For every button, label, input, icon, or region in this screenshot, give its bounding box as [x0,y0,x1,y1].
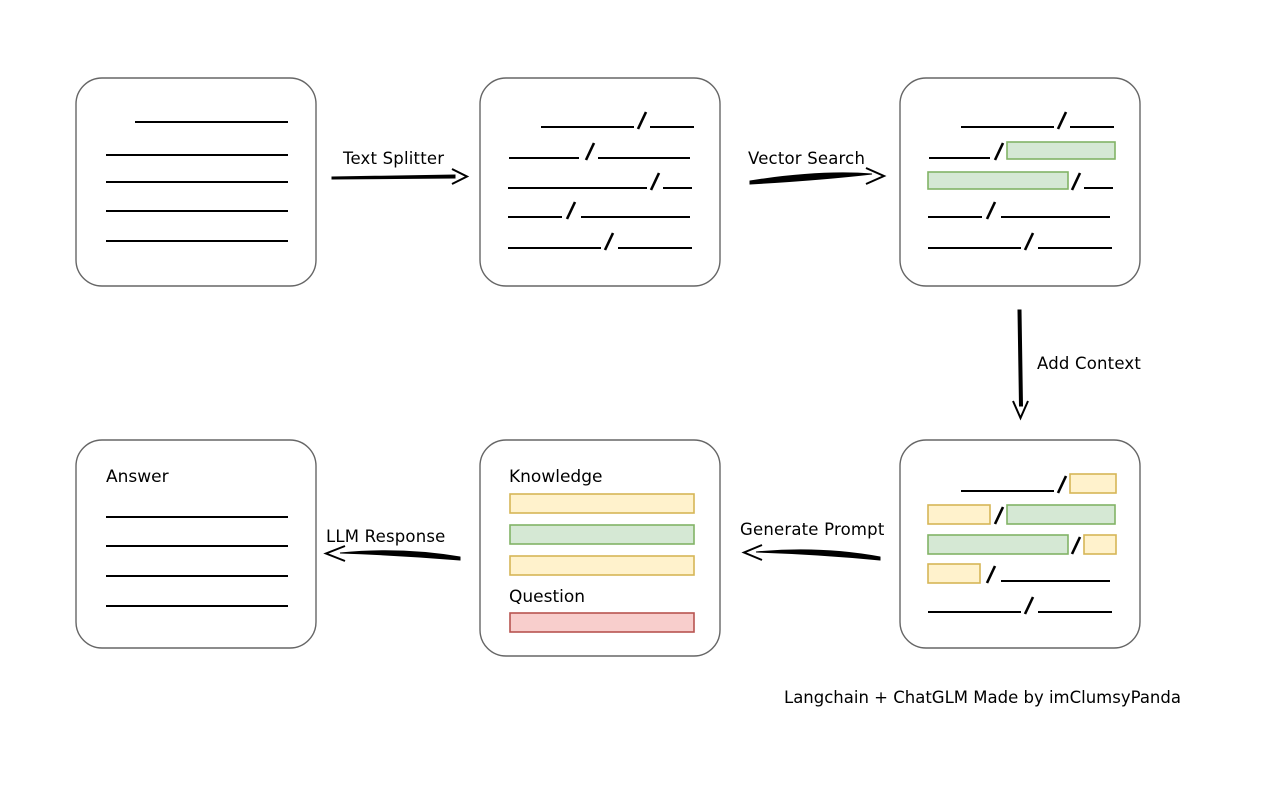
edge-label-llm-response: LLM Response [326,527,446,546]
edge-generate-prompt[interactable] [741,544,881,561]
matched-chunk-green-1[interactable] [1006,141,1116,160]
split-chunks-lines [508,111,694,251]
edge-llm-response[interactable] [323,545,461,562]
context-chunk-green-2[interactable] [927,534,1069,555]
matched-chunk-green-2[interactable] [927,171,1069,190]
question-bar-red[interactable] [509,612,695,633]
source-document-lines [106,121,288,242]
prompt-knowledge-heading: Knowledge [509,467,602,487]
answer-box-lines [106,516,288,607]
edge-add-context[interactable] [1012,309,1029,421]
prompt-box-bars [509,493,695,633]
node-source-document[interactable] [75,77,317,287]
node-split-chunks[interactable] [479,77,721,287]
context-chunk-yellow-4[interactable] [927,563,981,584]
edge-label-vector-search: Vector Search [748,149,865,168]
edge-label-generate-prompt: Generate Prompt [740,520,885,539]
context-chunk-yellow-2[interactable] [927,504,991,525]
matched-chunks-lines [927,111,1116,251]
edge-text-splitter[interactable] [331,168,470,185]
edge-label-text-splitter: Text Splitter [342,149,444,168]
prompt-question-heading: Question [509,587,585,607]
context-chunk-yellow-3[interactable] [1083,534,1117,555]
split-chunks-frame[interactable] [479,77,721,287]
context-chunks-lines [927,473,1117,615]
edge-vector-search[interactable] [749,167,887,185]
node-matched-chunks[interactable] [899,77,1141,287]
node-prompt-box[interactable] [479,439,721,657]
edge-label-add-context: Add Context [1037,354,1141,373]
node-answer-box[interactable] [75,439,317,649]
knowledge-bar-green-1[interactable] [509,524,695,545]
context-chunk-yellow-1[interactable] [1069,473,1117,494]
knowledge-bar-yellow-2[interactable] [509,555,695,576]
context-chunk-green-1[interactable] [1006,504,1116,525]
answer-box-heading: Answer [106,467,169,487]
node-context-chunks[interactable] [899,439,1141,649]
answer-box-frame[interactable] [75,439,317,649]
knowledge-bar-yellow-1[interactable] [509,493,695,514]
diagram-caption: Langchain + ChatGLM Made by imClumsyPand… [784,688,1181,707]
